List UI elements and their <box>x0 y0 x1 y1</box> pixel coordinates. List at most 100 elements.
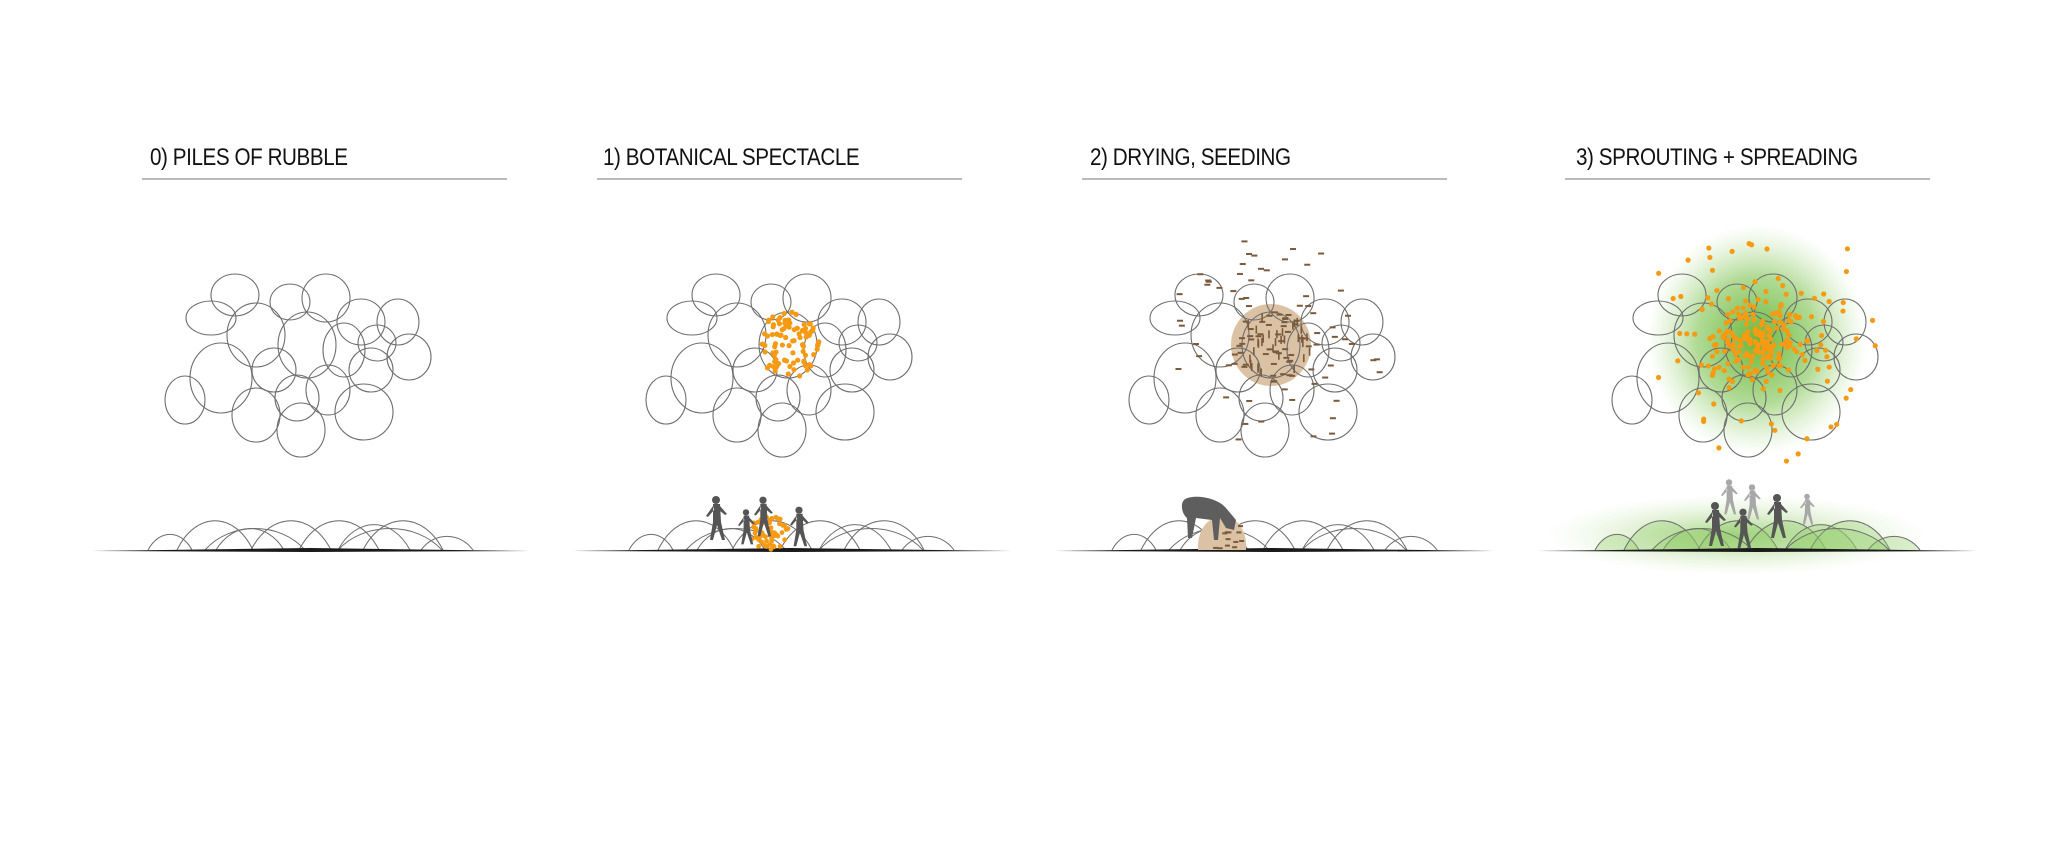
orange-sprout-dot <box>1733 352 1739 358</box>
orange-sprout-dot <box>1765 369 1771 375</box>
dry-seed-mark <box>1285 313 1292 316</box>
orange-sprout-dot <box>1722 348 1728 354</box>
rubble-pile-outline <box>1795 347 1841 393</box>
orange-sprout-dot <box>1730 309 1736 315</box>
orange-sprout-dot <box>1716 328 1722 334</box>
rubble-hill <box>657 520 735 551</box>
orange-seed-dot <box>755 519 761 525</box>
dry-seed-mark <box>1327 364 1334 367</box>
person-head <box>795 506 803 514</box>
orange-sprout-dot <box>1828 424 1834 430</box>
orange-sprout-dot <box>1786 317 1792 323</box>
orange-seed-dot <box>772 359 778 365</box>
dry-seed-mark <box>1175 367 1182 370</box>
dry-seed-mark <box>1236 344 1243 347</box>
rubble-pile-outline <box>1265 273 1315 323</box>
orange-sprout-dot <box>1746 364 1752 370</box>
orange-seed-dot <box>777 516 783 522</box>
panel-title-piles-of-rubble: 0) PILES OF RUBBLE <box>150 144 348 171</box>
rubble-hill <box>1651 528 1753 551</box>
dry-seed-mark <box>1226 531 1232 534</box>
dry-seed-mark <box>1275 352 1282 355</box>
orange-seed-dot <box>762 342 768 349</box>
dry-seed-mark <box>1329 417 1336 420</box>
dry-seed-mark <box>1236 272 1243 275</box>
orange-sprout-dot <box>1768 350 1774 356</box>
orange-sprout-dot <box>1757 349 1763 355</box>
orange-seed-dot <box>790 350 796 356</box>
dry-seed-mark <box>1302 339 1304 348</box>
orange-sprout-dot <box>1804 338 1810 344</box>
dry-seed-mark <box>1283 335 1286 344</box>
orange-sprout-dot <box>1843 395 1849 401</box>
orange-sprout-dot <box>1755 296 1761 303</box>
rubble-pile-outline <box>757 402 807 458</box>
dry-seed-mark <box>1282 258 1289 261</box>
dry-seed-mark <box>1272 344 1274 353</box>
rubble-pile-outline <box>1716 283 1758 321</box>
rubble-pile-outline <box>1321 324 1361 362</box>
orange-seed-dot <box>768 525 774 531</box>
orange-seed-dot <box>787 363 793 370</box>
orange-sprout-dot <box>1710 334 1716 340</box>
dry-seed-mark <box>1265 323 1272 326</box>
orange-sprout-dot <box>1743 321 1750 327</box>
dry-seed-mark <box>1278 340 1285 343</box>
orange-sprout-dot <box>1729 378 1736 384</box>
orange-sprout-dot <box>1764 365 1770 371</box>
rubble-hill <box>685 528 787 551</box>
dry-seed-mark <box>1342 338 1349 341</box>
dry-seed-mark <box>1247 335 1254 338</box>
dry-seed-mark <box>1196 355 1203 358</box>
orange-sprout-dot <box>1758 322 1764 328</box>
orange-seed-dot <box>772 344 778 350</box>
rubble-pile-outline <box>1636 342 1700 414</box>
dry-seed-mark <box>1248 338 1255 341</box>
rubble-pile-outline <box>1269 364 1315 416</box>
orange-sprout-dot <box>1745 372 1751 378</box>
orange-seed-dot <box>769 331 775 338</box>
orange-sprout-dot <box>1824 378 1831 384</box>
person-silhouette <box>706 496 727 540</box>
orange-sprout-dot <box>1743 298 1749 304</box>
dry-seed-mark <box>1231 362 1238 365</box>
dry-seed-mark <box>1258 420 1265 423</box>
orange-sprout-dot <box>1705 295 1711 301</box>
orange-seed-dot <box>764 365 771 371</box>
dry-seed-mark <box>1247 320 1250 329</box>
dry-seed-mark <box>1243 296 1250 299</box>
dry-seed-mark <box>1293 365 1295 374</box>
orange-sprout-dot <box>1727 318 1733 324</box>
dry-seed-mark <box>1239 539 1245 542</box>
dry-seed-mark <box>1292 323 1299 326</box>
dry-seed-mark <box>1257 364 1259 373</box>
orange-seed-dot <box>782 537 788 543</box>
rubble-pile-outline <box>226 302 286 368</box>
dry-seed-mark <box>1246 399 1253 402</box>
orange-sprout-dot <box>1746 241 1752 247</box>
rubble-pile-outline <box>691 273 741 317</box>
orange-sprout-dot <box>1747 336 1753 342</box>
orange-sprout-dot <box>1695 390 1702 396</box>
orange-seed-dot <box>759 539 765 545</box>
dry-seed-mark <box>1280 325 1287 328</box>
dry-seed-mark <box>1303 354 1305 363</box>
dry-seed-mark <box>1225 538 1231 541</box>
rubble-pile-outline <box>1698 347 1744 393</box>
rubble-pile-outline <box>1298 383 1358 441</box>
dry-seed-mark <box>1305 345 1312 348</box>
dry-seed-mark <box>1270 374 1277 377</box>
dry-seed-mark <box>1205 280 1212 283</box>
orange-seed-dot <box>795 357 801 363</box>
rubble-pile-outline <box>1632 300 1684 336</box>
orange-seed-dot <box>777 521 782 527</box>
panel-title-sprouting-spreading: 3) SPROUTING + SPREADING <box>1576 144 1858 171</box>
orange-sprout-dot <box>1760 386 1766 392</box>
orange-sprout-dot <box>1804 436 1810 442</box>
dry-seed-mark <box>1177 319 1184 322</box>
orange-sprout-dot <box>1785 367 1792 373</box>
dry-seed-mark <box>1281 388 1288 391</box>
orange-sprout-dot <box>1777 313 1783 319</box>
dry-seed-mark <box>1276 313 1283 316</box>
dry-seed-mark <box>1222 532 1228 535</box>
